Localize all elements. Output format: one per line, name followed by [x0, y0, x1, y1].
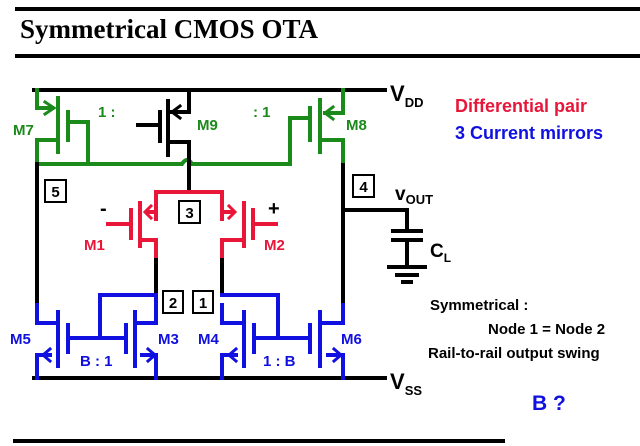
load-capacitor	[391, 229, 423, 268]
label-m9: M9	[197, 117, 218, 134]
ratio-m7: 1 :	[98, 104, 116, 121]
node-1: 1	[199, 295, 207, 312]
ratio-m8: : 1	[253, 104, 271, 121]
note-node-equality: Node 1 = Node 2	[488, 321, 605, 338]
transistor-m7	[35, 88, 90, 166]
output-wire	[341, 208, 409, 232]
node-box-1	[192, 290, 214, 314]
node-box-5	[44, 179, 67, 203]
legend-diff-pair: Differential pair	[455, 96, 587, 116]
note-rail-to-rail: Rail-to-rail output swing	[428, 345, 600, 362]
node-4: 4	[359, 179, 368, 196]
bottom-rule	[13, 439, 505, 443]
transistor-m9	[136, 88, 191, 194]
ratio-m4-m6: 1 : B	[263, 353, 296, 370]
cl-label: CL	[430, 241, 451, 265]
label-m3: M3	[158, 331, 179, 348]
ground-icon	[387, 265, 427, 284]
label-m7: M7	[13, 122, 34, 139]
node-2: 2	[169, 295, 177, 312]
label-m5: M5	[10, 331, 31, 348]
legend-mirrors: 3 Current mirrors	[455, 123, 603, 143]
top-rule	[15, 7, 640, 11]
node-5: 5	[51, 184, 59, 201]
ratio-m5-m3: B : 1	[80, 353, 113, 370]
mirror-m5-m3	[35, 293, 158, 380]
label-m4: M4	[198, 331, 219, 348]
node-box-3	[178, 200, 201, 224]
diff-pair	[106, 190, 278, 262]
vdd-label: VDD	[390, 81, 423, 110]
input-minus: -	[100, 198, 107, 220]
title-underline	[15, 54, 640, 58]
label-m6: M6	[341, 331, 362, 348]
mirror-m4-m6	[220, 293, 345, 380]
question-b: B ?	[532, 392, 566, 415]
note-symmetrical: Symmetrical :	[430, 297, 528, 314]
input-plus: +	[268, 198, 280, 220]
label-m1: M1	[84, 237, 105, 254]
node-3: 3	[185, 205, 193, 222]
transistor-m8	[308, 88, 345, 167]
node-box-4	[352, 174, 375, 198]
label-m8: M8	[346, 117, 367, 134]
label-m2: M2	[264, 237, 285, 254]
vss-label: VSS	[390, 369, 422, 398]
node-box-2	[162, 290, 184, 314]
slide-title: Symmetrical CMOS OTA	[20, 14, 318, 44]
vout-label: vOUT	[395, 184, 433, 207]
